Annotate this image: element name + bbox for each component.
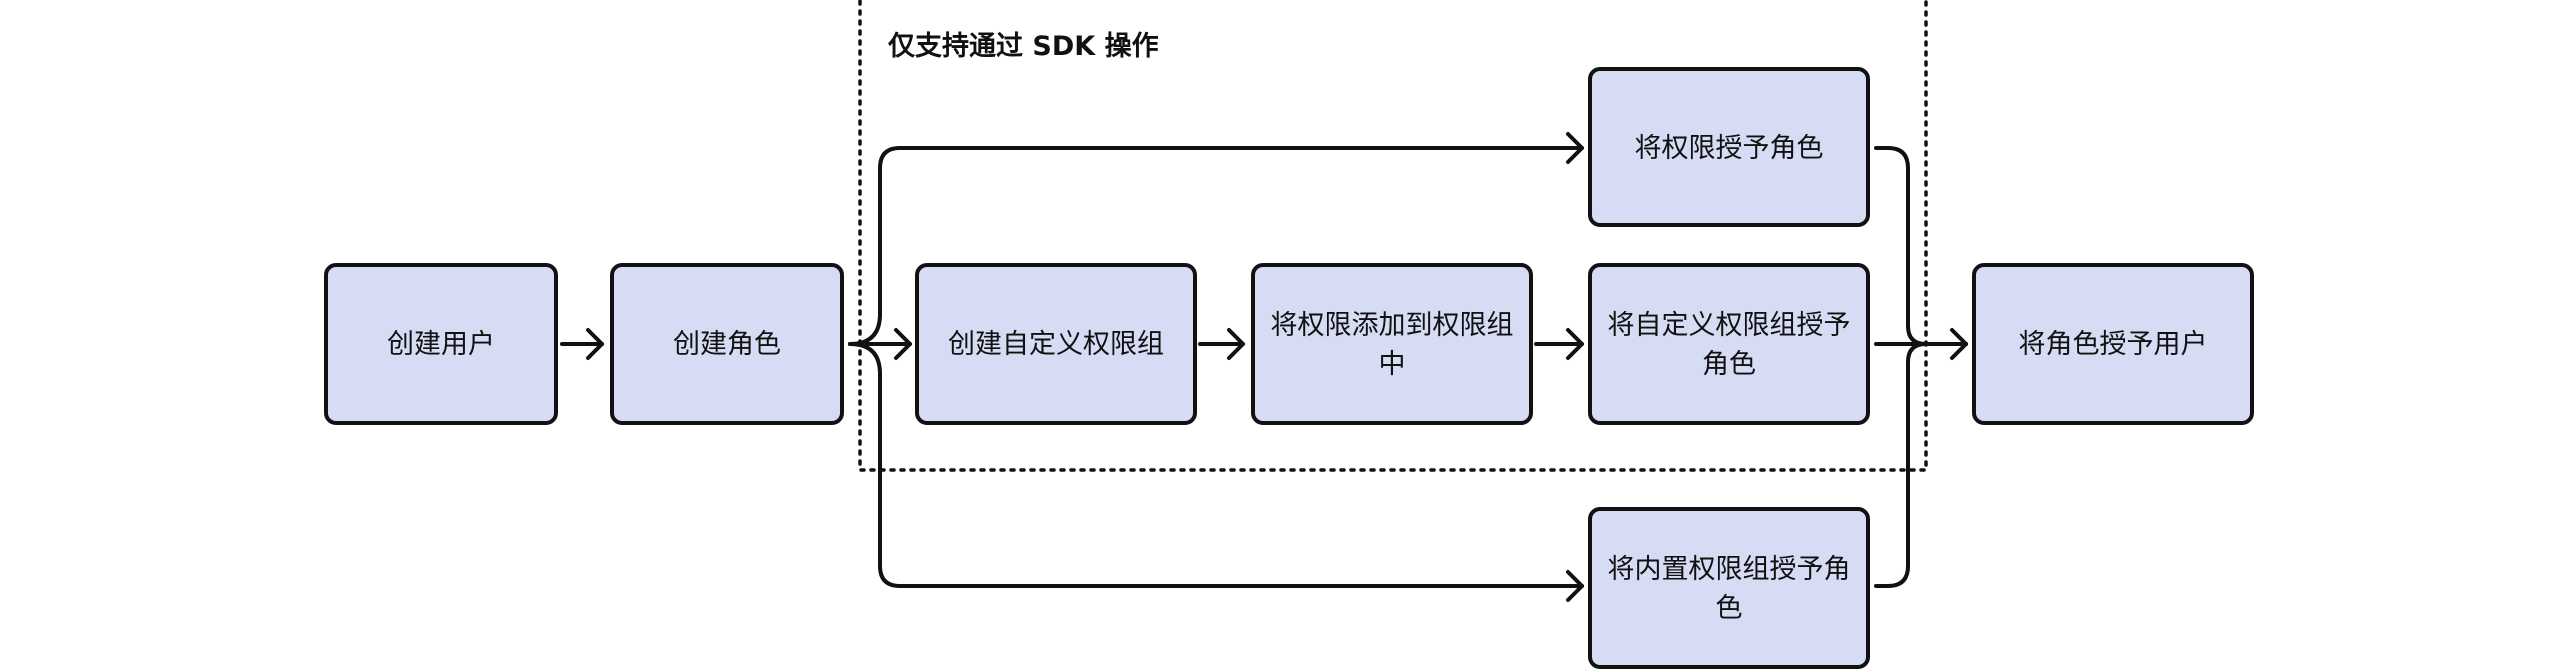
node-grant-custom-group: 将自定义权限组授予 角色 bbox=[1588, 263, 1870, 425]
node-grant-builtin-group-box bbox=[1588, 507, 1870, 669]
node-create-custom-group-box bbox=[915, 263, 1197, 425]
node-grant-role-to-user: 将角色授予用户 bbox=[1972, 263, 2254, 425]
arrowhead-add-perm bbox=[1227, 328, 1245, 360]
node-create-role: 创建角色 bbox=[610, 263, 844, 425]
node-grant-perm-to-role-label: 将权限授予角色 bbox=[1635, 133, 1824, 164]
node-grant-custom-group-label-line2: 角色 bbox=[1702, 349, 1756, 380]
node-add-perm-to-group-label-line1: 将权限添加到权限组 bbox=[1271, 310, 1514, 341]
node-create-user-label: 创建用户 bbox=[387, 329, 495, 360]
sdk-only-group-box bbox=[858, 0, 1928, 472]
node-create-user-box bbox=[324, 263, 558, 425]
node-grant-role-to-user-label: 将角色授予用户 bbox=[2019, 329, 2208, 360]
node-add-perm-to-group-box bbox=[1251, 263, 1533, 425]
node-grant-perm-to-role: 将权限授予角色 bbox=[1588, 67, 1870, 227]
node-grant-builtin-group-label-line1: 将内置权限组授予角 bbox=[1608, 554, 1851, 585]
node-create-user: 创建用户 bbox=[324, 263, 558, 425]
node-grant-role-to-user-box bbox=[1972, 263, 2254, 425]
node-create-custom-group-label: 创建自定义权限组 bbox=[948, 329, 1164, 360]
arrowhead-grant-role-user bbox=[1950, 328, 1968, 360]
node-create-role-label: 创建角色 bbox=[673, 329, 781, 360]
arrowhead-custom-group bbox=[894, 328, 912, 360]
node-grant-builtin-group-label-line2: 色 bbox=[1716, 593, 1743, 624]
node-grant-builtin-group: 将内置权限组授予角 色 bbox=[1588, 507, 1870, 669]
node-create-custom-group: 创建自定义权限组 bbox=[915, 263, 1197, 425]
edge-create-role-to-grant-builtin bbox=[848, 342, 1584, 588]
node-add-perm-to-group: 将权限添加到权限组 中 bbox=[1251, 263, 1533, 425]
arrowhead-create-role bbox=[586, 328, 604, 360]
arrowhead-grant-builtin bbox=[1566, 570, 1584, 602]
arrowhead-grant-custom bbox=[1566, 328, 1584, 360]
node-grant-custom-group-box bbox=[1588, 263, 1870, 425]
sdk-only-group-label: 仅支持通过 SDK 操作 bbox=[888, 31, 1159, 62]
arrowhead-grant-perm bbox=[1566, 132, 1584, 164]
edge-grant-builtin-to-grant-role-user bbox=[1874, 342, 1928, 588]
edge-create-role-to-grant-perm bbox=[848, 146, 1584, 346]
node-create-role-box bbox=[610, 263, 844, 425]
edges bbox=[560, 132, 1968, 602]
node-grant-custom-group-label-line1: 将自定义权限组授予 bbox=[1608, 310, 1851, 341]
edge-grant-perm-to-grant-role-user bbox=[1874, 146, 1968, 346]
node-add-perm-to-group-label-line2: 中 bbox=[1379, 349, 1406, 380]
node-grant-perm-to-role-box bbox=[1588, 67, 1870, 227]
